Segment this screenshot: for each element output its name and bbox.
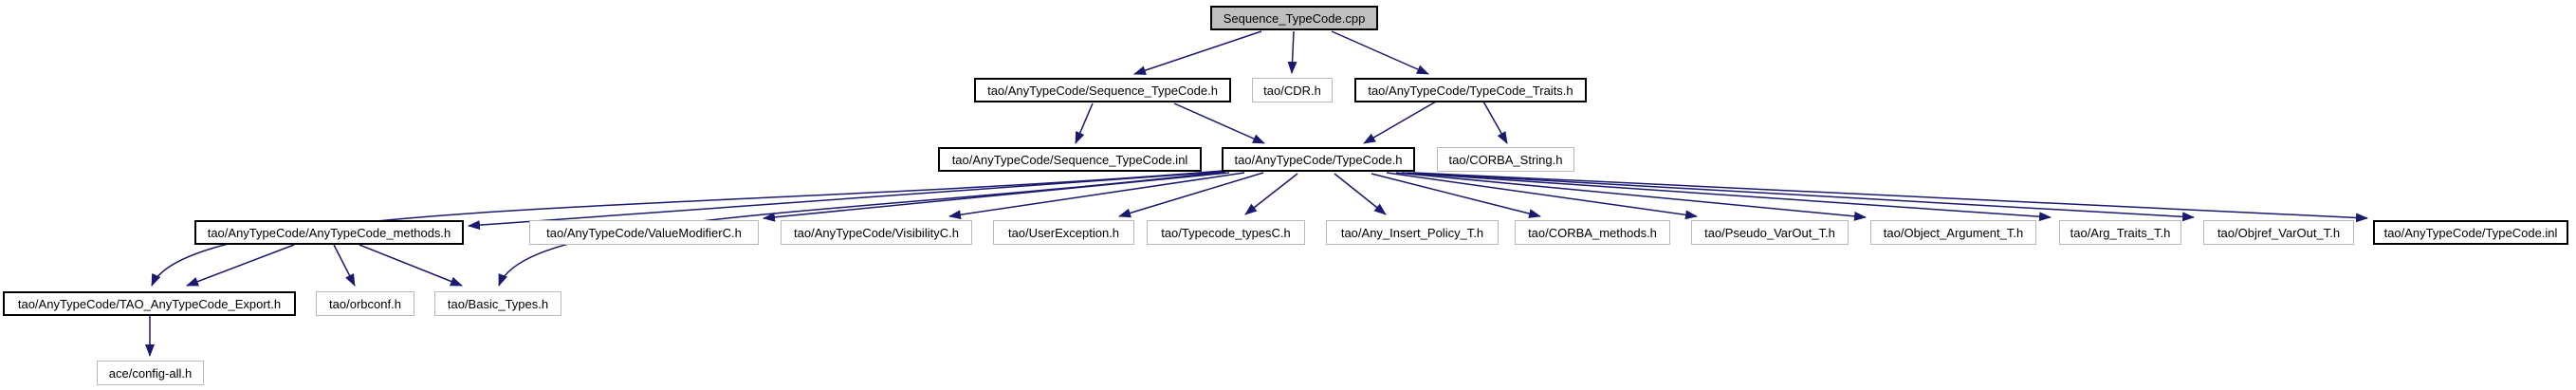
edge-typecode_traits_h-to-typecode_h	[1363, 101, 1437, 144]
node-any_insert_policy_t_h: tao/Any_Insert_Policy_T.h	[1326, 220, 1499, 245]
node-corba_string_h: tao/CORBA_String.h	[1437, 147, 1574, 172]
edge-typecode_h-to-pseudo_varout_t_h	[1386, 172, 1698, 220]
edge-typecode_h-to-object_argument_t_h	[1395, 172, 1867, 221]
edge-sequence_typecode_h-to-typecode_h	[1173, 102, 1265, 144]
node-sequence_typecode_h[interactable]: tao/AnyTypeCode/Sequence_TypeCode.h	[974, 78, 1231, 102]
node-object_argument_t_h: tao/Object_Argument_T.h	[1870, 220, 2036, 245]
edge-anytypecode_methods_h-to-basic_types_h	[359, 244, 463, 287]
node-typecode_traits_h[interactable]: tao/AnyTypeCode/TypeCode_Traits.h	[1354, 78, 1587, 102]
edge-typecode_h-to-userexception_h	[1118, 172, 1264, 218]
edge-typecode_traits_h-to-corba_string_h	[1482, 101, 1508, 144]
node-visibilityc_h: tao/AnyTypeCode/VisibilityC.h	[781, 220, 972, 245]
edge-typecode_h-to-objref_varout_t_h	[1407, 172, 2195, 222]
node-tao_anytypecode_export_h[interactable]: tao/AnyTypeCode/TAO_AnyTypeCode_Export.h	[3, 291, 296, 316]
node-basic_types_h: tao/Basic_Types.h	[434, 291, 561, 316]
edge-sequence_typecode_cpp-to-typecode_traits_h	[1331, 30, 1429, 75]
node-typecode_h[interactable]: tao/AnyTypeCode/TypeCode.h	[1222, 147, 1415, 172]
edge-typecode_h-to-typecode_inl	[1412, 172, 2368, 223]
node-valuemodifierc_h: tao/AnyTypeCode/ValueModifierC.h	[529, 220, 759, 245]
node-config_all_h: ace/config-all.h	[97, 361, 204, 385]
edge-typecode_h-to-any_insert_policy_t_h	[1334, 173, 1387, 215]
node-typecode_typesc_h: tao/Typecode_typesC.h	[1147, 220, 1305, 245]
edge-typecode_h-to-arg_traits_t_h	[1401, 172, 2052, 222]
edge-sequence_typecode_cpp-to-sequence_typecode_h	[1133, 30, 1262, 75]
edge-typecode_h-to-anytypecode_methods_h	[468, 171, 1224, 231]
node-sequence_typecode_inl[interactable]: tao/AnyTypeCode/Sequence_TypeCode.inl	[938, 147, 1202, 172]
node-objref_varout_t_h: tao/Objref_VarOut_T.h	[2203, 220, 2354, 245]
node-cdr_h: tao/CDR.h	[1252, 78, 1333, 102]
edge-sequence_typecode_cpp-to-cdr_h	[1287, 30, 1297, 74]
edge-typecode_h-to-corba_methods_h	[1371, 173, 1541, 218]
edge-sequence_typecode_h-to-sequence_typecode_inl	[1075, 102, 1094, 144]
node-sequence_typecode_cpp: Sequence_TypeCode.cpp	[1210, 6, 1378, 30]
node-pseudo_varout_t_h: tao/Pseudo_VarOut_T.h	[1691, 220, 1849, 245]
edge-typecode_h-to-visibilityc_h	[948, 172, 1245, 220]
node-corba_methods_h: tao/CORBA_methods.h	[1515, 220, 1670, 245]
edge-typecode_h-to-typecode_typesc_h	[1244, 173, 1298, 215]
node-userexception_h: tao/UserException.h	[993, 220, 1134, 245]
edge-anytypecode_methods_h-to-tao_anytypecode_export_h	[186, 244, 295, 287]
edge-typecode_h-to-valuemodifierc_h	[763, 172, 1230, 222]
node-orbconf_h: tao/orbconf.h	[316, 291, 414, 316]
node-anytypecode_methods_h[interactable]: tao/AnyTypeCode/AnyTypeCode_methods.h	[194, 220, 464, 245]
edge-anytypecode_methods_h-to-orbconf_h	[333, 244, 356, 287]
node-typecode_inl[interactable]: tao/AnyTypeCode/TypeCode.inl	[2373, 220, 2568, 245]
node-arg_traits_t_h: tao/Arg_Traits_T.h	[2059, 220, 2181, 245]
